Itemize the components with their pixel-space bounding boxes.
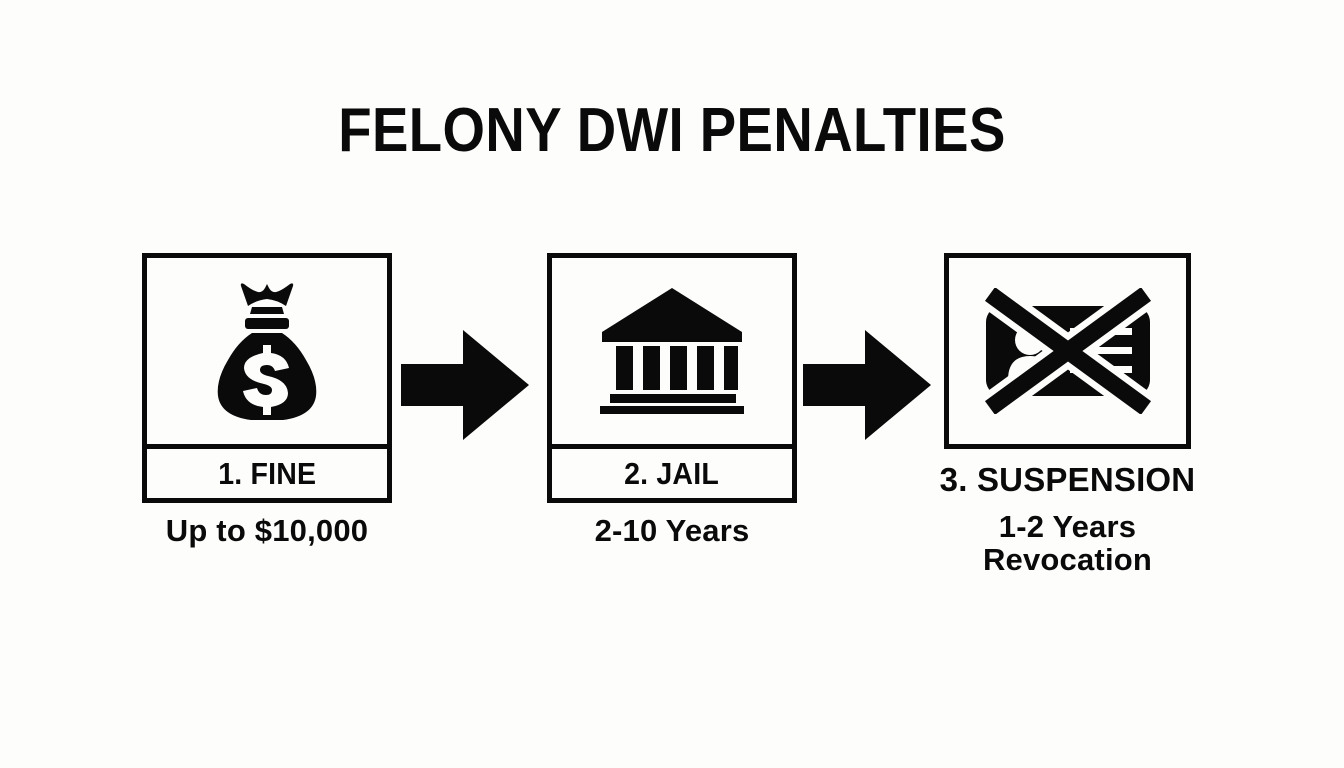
revoked-license-icon bbox=[980, 288, 1155, 414]
arrow-right-icon-2 bbox=[803, 330, 931, 440]
step-box-fine: 1. FINE bbox=[142, 253, 392, 503]
step-card-suspension[interactable]: 3. SUSPENSION 1-2 Years Revocation bbox=[940, 253, 1195, 576]
step-caption-suspension: 1-2 Years Revocation bbox=[982, 509, 1153, 577]
icon-area-jail bbox=[552, 258, 792, 444]
step-label-jail: 2. JAIL bbox=[624, 455, 720, 491]
step-card-jail[interactable]: 2. JAIL 2-10 Years bbox=[547, 253, 797, 547]
caption-line: 1-2 Years bbox=[998, 509, 1137, 544]
money-bag-icon bbox=[217, 283, 317, 420]
step-caption-jail: 2-10 Years bbox=[594, 513, 750, 548]
icon-area-suspension bbox=[949, 258, 1186, 444]
label-band-jail: 2. JAIL bbox=[552, 444, 792, 498]
courthouse-icon bbox=[600, 288, 744, 414]
label-band-fine: 1. FINE bbox=[147, 444, 387, 498]
arrow-right-icon-1 bbox=[401, 330, 529, 440]
caption-line: Up to $10,000 bbox=[165, 513, 369, 548]
step-card-fine[interactable]: 1. FINE Up to $10,000 bbox=[142, 253, 392, 547]
step-label-fine: 1. FINE bbox=[218, 455, 316, 491]
step-box-suspension bbox=[944, 253, 1191, 449]
step-label-suspension: 3. SUSPENSION bbox=[940, 461, 1196, 499]
caption-line: 2-10 Years bbox=[594, 513, 750, 548]
page-title: FELONY DWI PENALTIES bbox=[338, 96, 1006, 165]
caption-line: Revocation bbox=[982, 541, 1153, 577]
step-caption-fine: Up to $10,000 bbox=[165, 513, 369, 548]
step-label-text: 3. SUSPENSION bbox=[939, 461, 1196, 498]
step-box-jail: 2. JAIL bbox=[547, 253, 797, 503]
icon-area-fine bbox=[147, 258, 387, 444]
